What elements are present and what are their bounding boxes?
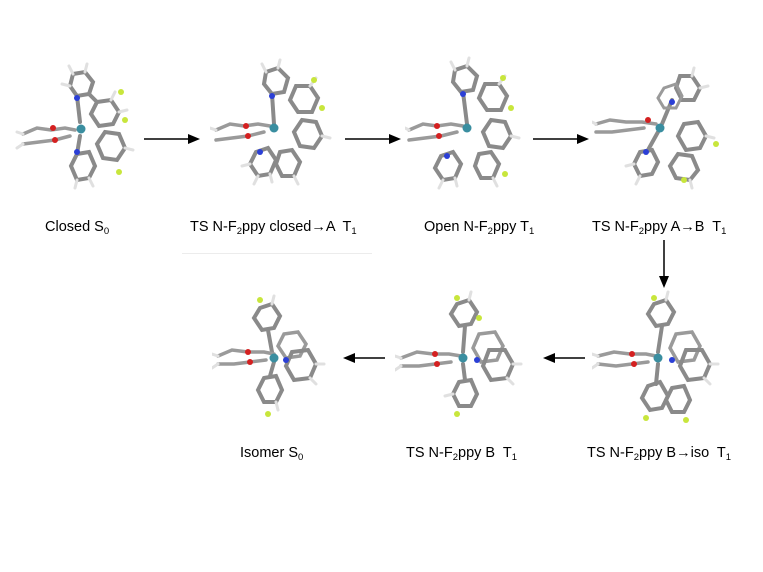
molecule-isomer-s0: [212, 294, 326, 417]
molecule-ts-b: [395, 290, 523, 417]
arrow-ts-to-open: [345, 134, 401, 144]
arrow-ts-ab-down: [659, 240, 669, 288]
divider-line: [182, 253, 372, 254]
molecule-ts-b-iso: [592, 290, 720, 423]
molecule-ts-a-b: [592, 66, 719, 190]
label-closed-s0: Closed S0: [45, 219, 110, 237]
label-ts-a-b: TS N-F2ppy A→B T1: [592, 219, 727, 237]
molecule-ts-closed-a: [210, 58, 332, 186]
arrow-closed-to-ts: [144, 134, 200, 144]
arrow-ts-b-to-isomer: [343, 353, 385, 363]
molecule-open: [405, 56, 521, 190]
molecule-closed-s0: [15, 62, 135, 190]
label-ts-b-iso: TS N-F2ppy B→iso T1: [587, 445, 732, 463]
label-ts-b: TS N-F2ppy B T1: [406, 445, 518, 463]
label-open: Open N-F2ppy T1: [424, 219, 535, 237]
label-ts-closed-a: TS N-F2ppy closed→A T1: [190, 219, 357, 237]
label-isomer-s0: Isomer S0: [240, 445, 304, 463]
arrow-ts-biso-to-ts-b: [543, 353, 585, 363]
arrow-open-to-ts-ab: [533, 134, 589, 144]
